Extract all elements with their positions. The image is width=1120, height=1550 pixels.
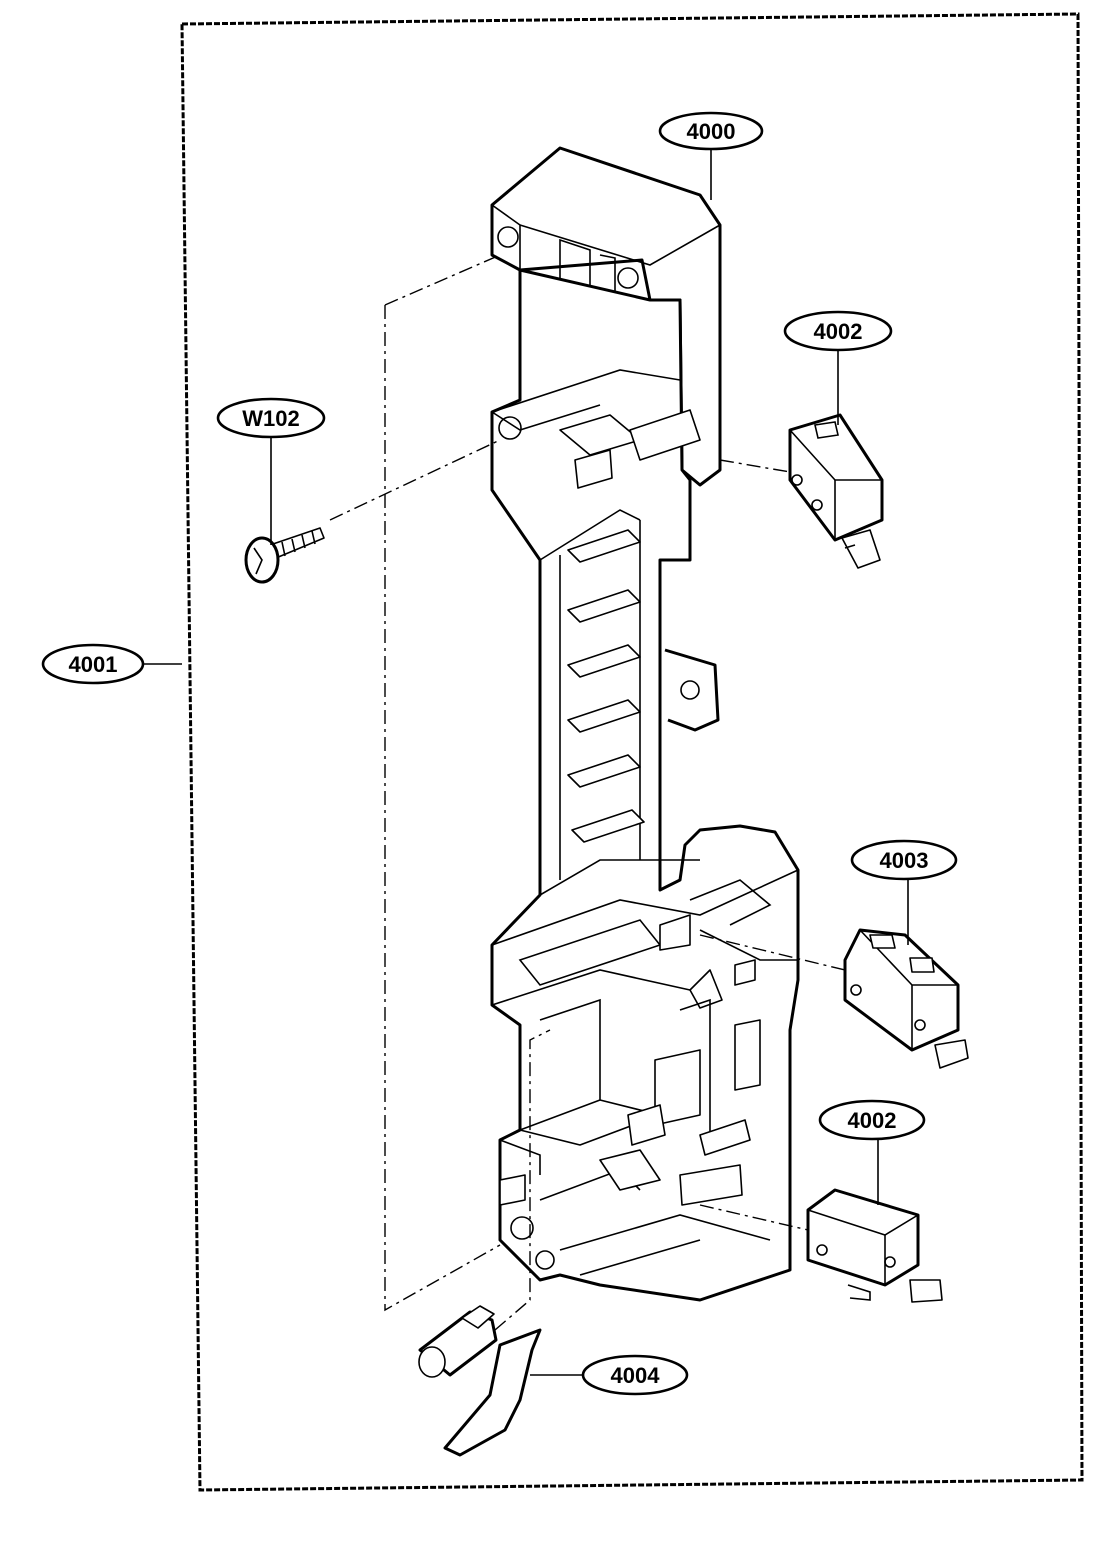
callout-4004: 4004: [581, 1354, 689, 1396]
micro-switch-lower: [806, 1188, 943, 1303]
callout-w102: W102: [216, 397, 326, 439]
callout-label-4003: 4003: [880, 848, 929, 873]
callout-4002-upper: 4002: [783, 310, 893, 352]
callout-label-4002-lower: 4002: [848, 1108, 897, 1133]
callout-4000: 4000: [658, 111, 764, 151]
assembly-frame: [180, 12, 1084, 1492]
callout-label-4001: 4001: [69, 652, 118, 677]
callout-label-4004: 4004: [611, 1363, 661, 1388]
assembly-lines: [329, 254, 846, 1331]
latch-board: [490, 146, 800, 1302]
micro-switch-upper: [788, 413, 884, 569]
micro-switch-middle: [843, 928, 969, 1069]
callout-label-4000: 4000: [687, 119, 736, 144]
screw: [244, 527, 325, 584]
latch-lever: [418, 1305, 542, 1457]
callout-label-w102: W102: [242, 406, 299, 431]
leader-lines: [140, 148, 909, 1376]
callout-label-4002-upper: 4002: [814, 319, 863, 344]
callout-4002-lower: 4002: [818, 1099, 926, 1141]
callout-4001: 4001: [41, 643, 145, 685]
callout-4003: 4003: [850, 839, 958, 881]
